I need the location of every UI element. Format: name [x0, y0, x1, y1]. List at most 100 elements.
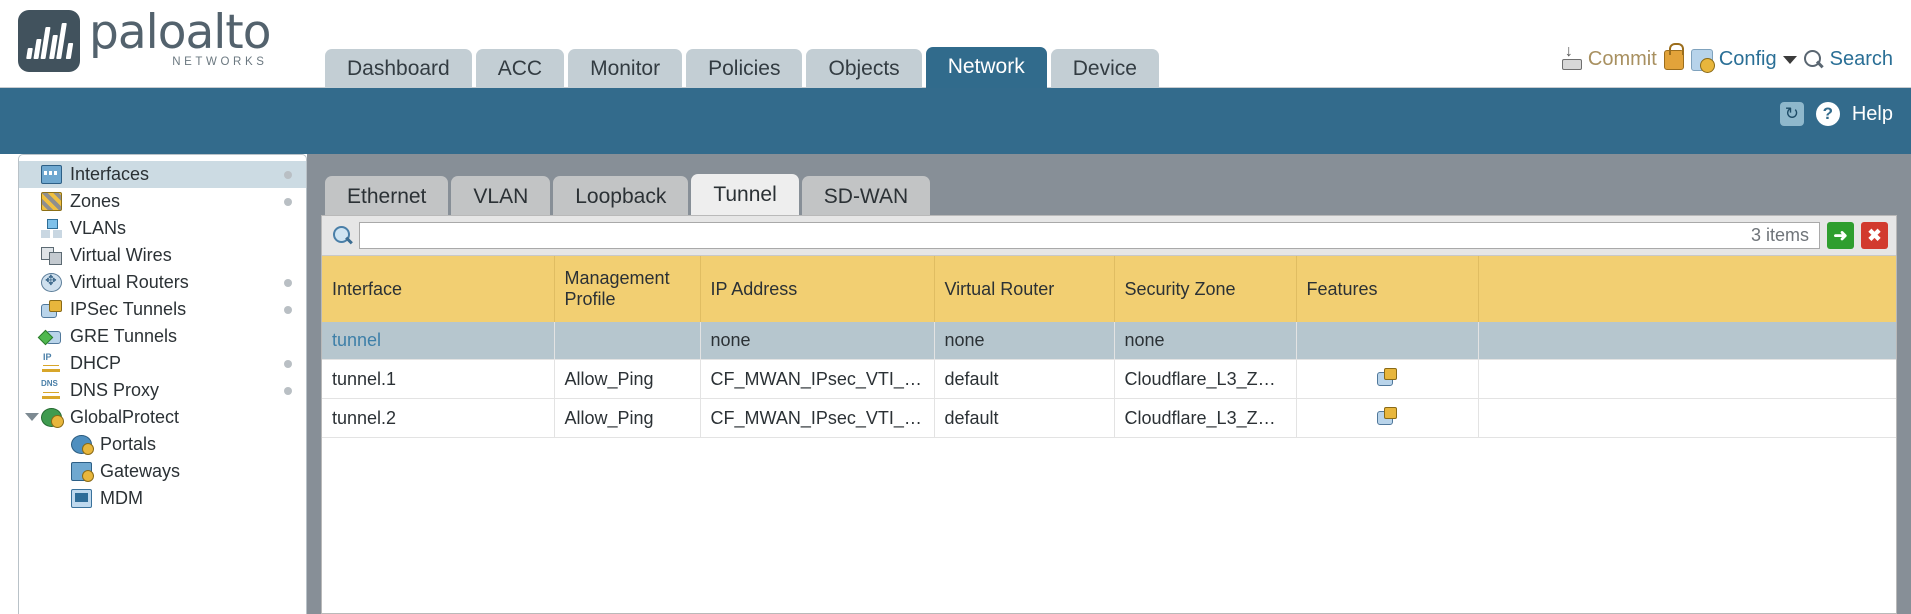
filter-bar: 3 items ➜ ✖ — [322, 216, 1896, 256]
clear-filter-button[interactable]: ✖ — [1861, 222, 1888, 249]
column-header-security-zone[interactable]: Security Zone — [1114, 256, 1297, 322]
portals-icon — [71, 435, 94, 455]
table-row[interactable]: tunnel.1 Allow_Ping CF_MWAN_IPsec_VTI_01… — [322, 359, 1896, 399]
paloalto-logo-mark-icon — [18, 10, 80, 72]
search-icon[interactable] — [332, 225, 353, 246]
secondary-bar: ↻ ? Help — [0, 88, 1911, 154]
item-count-label: 3 items — [1750, 225, 1809, 245]
sidebar-item-portals[interactable]: Portals — [19, 431, 306, 458]
sidebar-item-mdm[interactable]: MDM — [19, 485, 306, 512]
sidebar-item-interfaces[interactable]: Interfaces — [19, 161, 306, 188]
sidebar-item-label: GlobalProtect — [70, 407, 180, 427]
dhcp-icon — [41, 352, 62, 373]
cell-ip-address: CF_MWAN_IPsec_VTI_01_... — [700, 359, 935, 399]
column-header-virtual-router[interactable]: Virtual Router — [934, 256, 1115, 322]
sidebar-item-label: DNS Proxy — [70, 380, 160, 400]
brand-name: paloalto — [89, 4, 271, 60]
sidebar-status-dot — [284, 306, 292, 314]
apply-filter-button[interactable]: ➜ — [1827, 222, 1854, 249]
tab-ethernet[interactable]: Ethernet — [325, 176, 449, 218]
tab-dashboard[interactable]: Dashboard — [325, 49, 472, 89]
table-row[interactable]: tunnel.2 Allow_Ping CF_MWAN_IPsec_VTI_02… — [322, 398, 1896, 438]
tab-policies[interactable]: Policies — [686, 49, 803, 89]
cell-spacer — [1478, 359, 1896, 399]
interfaces-icon — [41, 165, 62, 184]
sidebar-status-dot — [284, 198, 292, 206]
sidebar-item-virtual-wires[interactable]: Virtual Wires — [19, 242, 306, 269]
tab-vlan[interactable]: VLAN — [451, 176, 551, 218]
ipsec-lock-icon — [1377, 407, 1397, 425]
sidebar-status-dot — [284, 387, 292, 395]
config-label: Config — [1718, 48, 1777, 70]
interface-type-tabs: Ethernet VLAN Loopback Tunnel SD-WAN — [325, 174, 931, 218]
sidebar-item-zones[interactable]: Zones — [19, 188, 306, 215]
brand-tagline: NETWORKS — [172, 55, 268, 68]
sidebar-item-label: Portals — [100, 434, 157, 454]
tab-monitor[interactable]: Monitor — [568, 49, 683, 89]
sidebar-item-vlans[interactable]: VLANs — [19, 215, 306, 242]
cell-features — [1296, 359, 1479, 399]
sidebar-item-gateways[interactable]: Gateways — [19, 458, 306, 485]
commit-button[interactable]: Commit — [1560, 44, 1657, 71]
tab-objects[interactable]: Objects — [806, 49, 922, 89]
tab-acc[interactable]: ACC — [475, 49, 565, 89]
help-icon[interactable]: ? — [1815, 102, 1840, 126]
zones-icon — [41, 192, 62, 211]
sidebar-item-label: MDM — [100, 488, 143, 508]
tab-tunnel[interactable]: Tunnel — [691, 174, 799, 218]
ipsec-lock-icon — [1377, 368, 1397, 386]
cell-interface[interactable]: tunnel.1 — [322, 359, 555, 399]
sidebar-item-dhcp[interactable]: DHCP — [19, 350, 306, 377]
tab-device[interactable]: Device — [1050, 49, 1159, 89]
search-label: Search — [1829, 48, 1893, 70]
tab-sdwan[interactable]: SD-WAN — [801, 176, 931, 218]
cell-ip-address: CF_MWAN_IPsec_VTI_02_... — [700, 398, 935, 438]
column-header-features[interactable]: Features — [1296, 256, 1479, 322]
sidebar: Interfaces Zones VLANs Virtual Wires Vir… — [18, 154, 307, 614]
tab-network[interactable]: Network — [925, 47, 1047, 89]
sidebar-item-virtual-routers[interactable]: Virtual Routers — [19, 269, 306, 296]
sidebar-item-dns-proxy[interactable]: DNS Proxy — [19, 377, 306, 404]
sidebar-item-gre-tunnels[interactable]: GRE Tunnels — [19, 323, 306, 350]
sidebar-item-globalprotect[interactable]: GlobalProtect — [19, 404, 306, 431]
help-label[interactable]: Help — [1851, 102, 1893, 125]
column-header-ip-address[interactable]: IP Address — [700, 256, 935, 322]
refresh-icon[interactable]: ↻ — [1779, 102, 1804, 126]
expand-collapse-icon[interactable] — [25, 413, 39, 421]
paloalto-logo: paloalto NETWORKS — [18, 4, 271, 72]
config-menu[interactable]: Config — [1690, 48, 1797, 73]
commit-label: Commit — [1587, 48, 1657, 70]
tab-loopback[interactable]: Loopback — [553, 176, 689, 218]
cell-security-zone: Cloudflare_L3_Zone — [1114, 359, 1297, 399]
cell-interface[interactable]: tunnel.2 — [322, 398, 555, 438]
globalprotect-icon — [41, 408, 64, 428]
column-header-management-profile[interactable]: Management Profile — [554, 256, 701, 322]
top-actions: Commit Config Search — [1560, 42, 1893, 73]
cell-management-profile — [554, 322, 701, 360]
interfaces-table: Interface Management Profile IP Address … — [322, 256, 1896, 438]
sidebar-item-label: Gateways — [100, 461, 181, 481]
chevron-down-icon — [1782, 55, 1797, 64]
sidebar-item-label: VLANs — [70, 218, 127, 238]
sidebar-item-label: IPSec Tunnels — [70, 299, 187, 319]
sidebar-item-label: Virtual Routers — [70, 272, 189, 292]
cell-security-zone: none — [1114, 322, 1297, 360]
search-button[interactable]: Search — [1803, 48, 1893, 71]
cell-ip-address: none — [700, 322, 935, 360]
interfaces-panel: 3 items ➜ ✖ Interface Management Profile… — [321, 215, 1897, 614]
sidebar-item-label: Zones — [70, 191, 121, 211]
column-header-interface[interactable]: Interface — [322, 256, 555, 322]
table-row[interactable]: tunnel none none none — [322, 322, 1896, 360]
mdm-icon — [71, 489, 92, 508]
interfaces-table-scroll[interactable]: Interface Management Profile IP Address … — [322, 256, 1896, 613]
cell-interface[interactable]: tunnel — [322, 322, 555, 360]
cell-virtual-router: default — [934, 398, 1115, 438]
search-input[interactable]: 3 items — [359, 222, 1820, 249]
commit-icon — [1560, 44, 1582, 71]
config-lock-icon[interactable] — [1663, 42, 1684, 70]
brand-bar: paloalto NETWORKS Dashboard ACC Monitor … — [0, 0, 1911, 89]
sidebar-item-ipsec-tunnels[interactable]: IPSec Tunnels — [19, 296, 306, 323]
cell-security-zone: Cloudflare_L3_Zone — [1114, 398, 1297, 438]
cell-virtual-router: none — [934, 322, 1115, 360]
cell-spacer — [1478, 322, 1896, 360]
